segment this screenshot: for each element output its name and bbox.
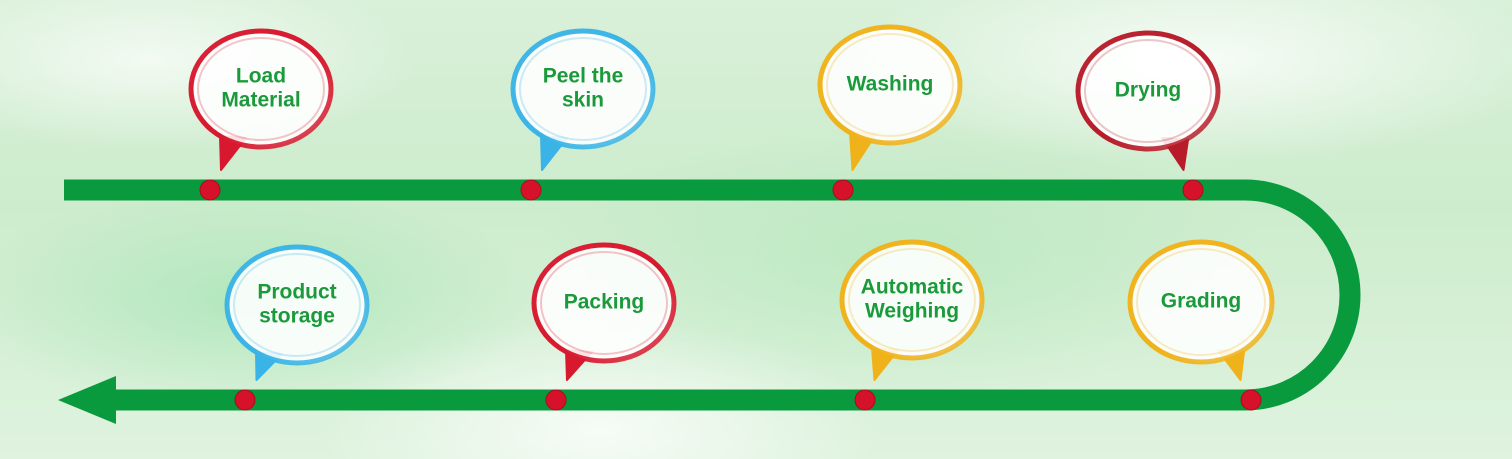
step-label: Weighing [865,300,959,323]
bubble-inner-ring [233,253,361,357]
bubble-ring [531,242,677,364]
track-dot-6 [854,389,876,411]
step-label: Material [221,89,300,112]
step-label: skin [562,89,604,112]
bubble-ring [1075,30,1221,152]
track-dot-2 [520,179,542,201]
bubble-inner-ring [1084,39,1212,143]
step-label: Peel the [543,65,624,88]
step-label: Automatic [861,276,964,299]
step-bubble-5: Grading [1127,239,1275,381]
step-label: storage [259,305,335,328]
bubble-inner-ring [848,248,976,352]
step-label: Load [236,65,286,88]
bubble-inner-ring [1136,248,1266,356]
track-dot-4 [1182,179,1204,201]
step-label: Drying [1115,79,1182,102]
step-bubble-4: Drying [1075,30,1221,171]
bubble-ring [817,24,963,146]
flow-arrowhead [58,376,116,424]
track-dot-1 [199,179,221,201]
bubble-inner-ring [826,33,954,137]
track-dot-5 [1240,389,1262,411]
bubble-inner-ring [519,37,647,141]
track-dot-8 [234,389,256,411]
bubble-inner-ring [197,37,325,141]
step-bubble-3: Washing [817,24,963,171]
bubble-ring [188,28,334,150]
step-label: Product [257,281,336,304]
step-label: Washing [847,73,934,96]
track-dot-7 [545,389,567,411]
bubble-inner-ring [540,251,668,355]
step-bubble-7: Packing [531,242,677,381]
step-label: Grading [1161,290,1242,313]
step-label: Packing [564,291,645,314]
bubble-ring [1127,239,1275,365]
track-dot-3 [832,179,854,201]
flow-track [64,179,1361,411]
bubble-ring [839,239,985,361]
bubble-ring [224,244,370,366]
bubble-ring [510,28,656,150]
